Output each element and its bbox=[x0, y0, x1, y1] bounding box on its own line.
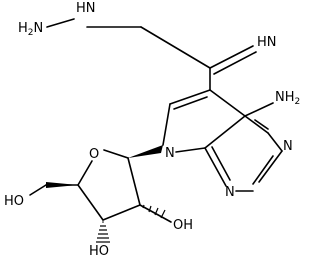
pyrimidine-n3-label: N bbox=[283, 139, 293, 154]
hydroxyl-5-label: HO bbox=[4, 194, 24, 209]
stereo-bonds bbox=[46, 145, 166, 243]
wedge-bond bbox=[46, 182, 78, 188]
bond-lines bbox=[29, 18, 283, 223]
wedge-bond bbox=[128, 145, 163, 158]
pyrimidine-n1-label: N bbox=[225, 185, 235, 200]
hash-bond bbox=[96, 221, 110, 243]
hash-bond bbox=[142, 204, 166, 219]
pyrrole-nitrogen-label: N bbox=[165, 146, 175, 161]
imine-label: HN bbox=[257, 35, 277, 50]
terminal-amine-label: H2N bbox=[18, 21, 43, 38]
hydroxyl-2-label: OH bbox=[173, 218, 193, 233]
amine-label: NH2 bbox=[275, 90, 300, 107]
atom-labels: HN H2N HN NH2 N N N O OH HO HO bbox=[4, 1, 300, 259]
hydroxyl-3-label: HO bbox=[89, 244, 109, 259]
ring-oxygen-label: O bbox=[89, 147, 99, 162]
hydrazino-nh-label: HN bbox=[76, 1, 96, 16]
